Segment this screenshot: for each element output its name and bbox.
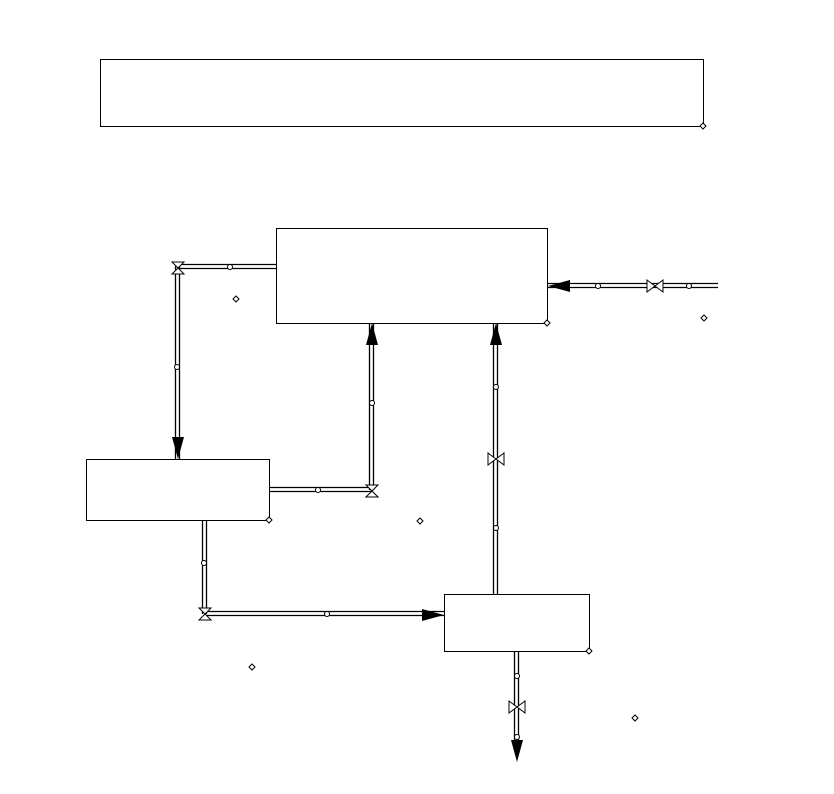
flow-arrow-up-icon [490,323,502,345]
pipe-node-handle[interactable] [315,487,321,493]
valve-icon[interactable] [508,700,526,714]
stray-handle[interactable] [232,295,240,303]
pipe-node-handle[interactable] [686,283,692,289]
pipe-b-to-c-vertical[interactable] [201,521,208,614]
stray-handle[interactable] [416,517,424,525]
outflow-pipe[interactable] [513,652,520,740]
unit-b-box[interactable] [86,459,270,521]
pipe-node-handle[interactable] [493,384,499,390]
flow-arrow-down-icon [511,740,523,762]
pipe-a-to-b-horizontal[interactable] [178,263,276,270]
pipe-node-handle[interactable] [514,734,520,740]
unit-a-box-handle[interactable] [543,319,551,327]
valve-icon[interactable] [170,261,186,275]
valve-icon[interactable] [197,607,213,621]
pipe-node-handle[interactable] [493,525,499,531]
flow-arrow-down-icon [172,437,184,459]
pipe-node-handle[interactable] [369,400,375,406]
pipe-node-handle[interactable] [324,611,330,617]
valve-icon[interactable] [646,279,664,293]
valve-icon[interactable] [364,484,380,498]
stray-handle[interactable] [248,663,256,671]
flow-arrow-up-icon [366,323,378,345]
pipe-a-to-b-vertical[interactable] [174,266,181,459]
title-box[interactable] [100,59,704,127]
unit-a-box[interactable] [276,228,548,324]
stray-handle[interactable] [700,314,708,322]
unit-b-box-handle[interactable] [265,516,273,524]
stray-handle[interactable] [631,714,639,722]
pipe-b-to-a-vertical[interactable] [368,324,375,490]
unit-c-box[interactable] [444,594,590,652]
valve-icon[interactable] [487,452,505,466]
pipe-node-handle[interactable] [174,364,180,370]
pipe-node-handle[interactable] [201,560,207,566]
inflow-pipe[interactable] [548,282,718,289]
flow-arrow-left-icon [548,280,570,292]
pipe-b-to-a-horizontal[interactable] [270,486,372,493]
flow-arrow-right-icon [422,609,444,621]
pipe-node-handle[interactable] [514,673,520,679]
pipe-node-handle[interactable] [227,264,233,270]
unit-c-box-handle[interactable] [585,647,593,655]
pipe-node-handle[interactable] [595,283,601,289]
title-box-handle[interactable] [699,122,707,130]
